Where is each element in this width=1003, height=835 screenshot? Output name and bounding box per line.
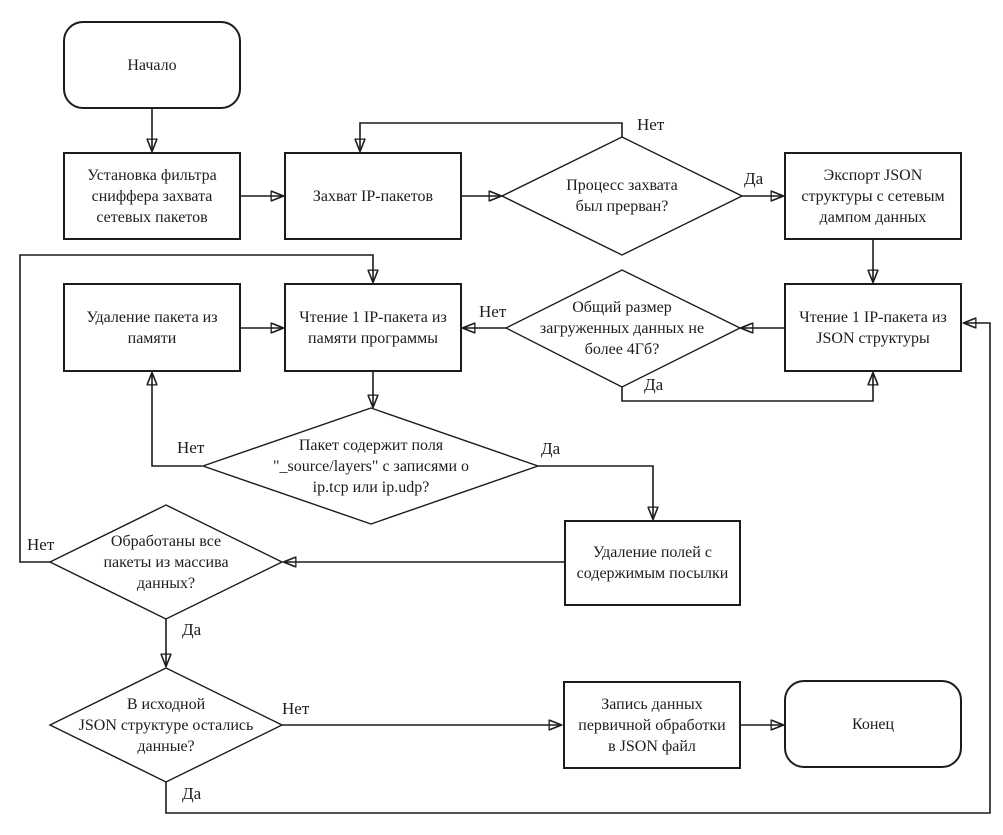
decision-capture-interrupted-label: Процесс захвата был прерван?	[566, 177, 678, 215]
decision-capture-interrupted: Процесс захвата был прерван?	[532, 166, 712, 226]
decision-shape-size-check	[504, 269, 742, 388]
decision-shape-packet-fields-check	[200, 407, 541, 525]
edge-fields-check-no-to-delete-memory	[152, 373, 202, 467]
branch-label-interrupted-yes: Да	[744, 169, 764, 188]
decision-all-packets-processed: Обработаны все пакеты из массива данных?	[86, 528, 246, 596]
node-write-json: Запись данных первичной обработки в JSON…	[563, 681, 741, 769]
node-delete-packet-memory: Удаление пакета из памяти	[63, 283, 241, 372]
decision-json-data-remaining-label: В исходной JSON структуре остались данны…	[78, 695, 254, 755]
node-read-packet-memory: Чтение 1 IP-пакета из памяти программы	[284, 283, 462, 372]
edge-processed-no-loop-to-read-memory	[19, 254, 373, 563]
branch-label-fields-check-yes: Да	[541, 439, 561, 458]
edge-fields-check-yes-to-delete-fields	[538, 465, 653, 519]
node-delete-payload-fields: Удаление полей с содержимым посылки	[564, 520, 741, 606]
node-end: Конец	[784, 680, 962, 768]
node-capture: Захват IP-пакетов	[284, 152, 462, 240]
decision-packet-fields-check-label: Пакет содержит поля "_source/layers" с з…	[272, 436, 470, 496]
edge-interrupted-no-loop-to-capture	[360, 122, 623, 151]
node-delete-packet-memory-label: Удаление пакета из памяти	[86, 308, 218, 347]
branch-label-size-check-yes: Да	[644, 375, 664, 394]
node-export-json: Экспорт JSON структуры с сетевым дампом …	[784, 152, 962, 240]
node-delete-payload-fields-label: Удаление полей с содержимым посылки	[576, 544, 729, 582]
node-export-json-label: Экспорт JSON структуры с сетевым дампом …	[801, 166, 945, 226]
decision-shape-all-packets-processed	[48, 504, 284, 620]
branch-label-remaining-yes: Да	[182, 784, 202, 803]
branch-label-remaining-no: Нет	[282, 699, 310, 718]
node-start-label: Начало	[127, 56, 177, 74]
edge-size-check-yes-to-read-json	[621, 373, 873, 402]
decision-all-packets-processed-label: Обработаны все пакеты из массива данных?	[103, 532, 229, 592]
branch-label-size-check-no: Нет	[479, 302, 507, 321]
node-capture-label: Захват IP-пакетов	[312, 187, 434, 205]
decision-size-check: Общий размер загруженных данных не более…	[512, 296, 732, 360]
node-write-json-label: Запись данных первичной обработки в JSON…	[578, 695, 726, 755]
branch-label-fields-check-no: Нет	[177, 438, 205, 457]
decision-packet-fields-check: Пакет содержит поля "_source/layers" с з…	[251, 432, 491, 500]
branch-label-interrupted-no: Нет	[637, 115, 665, 134]
node-end-label: Конец	[851, 715, 895, 733]
node-start: Начало	[63, 21, 241, 109]
node-read-packet-json: Чтение 1 IP-пакета из JSON структуры	[784, 283, 962, 372]
node-read-packet-json-label: Чтение 1 IP-пакета из JSON структуры	[799, 308, 947, 347]
decision-shape-json-data-remaining	[48, 667, 284, 783]
edge-remaining-yes-loop-to-read-json	[165, 323, 991, 814]
node-read-packet-memory-label: Чтение 1 IP-пакета из памяти программы	[299, 308, 447, 347]
branch-label-processed-yes: Да	[182, 620, 202, 639]
node-install-filter: Установка фильтра сниффера захвата сетев…	[63, 152, 241, 240]
decision-json-data-remaining: В исходной JSON структуре остались данны…	[66, 691, 266, 759]
decision-shape-capture-interrupted	[500, 136, 744, 256]
node-install-filter-label: Установка фильтра сниффера захвата сетев…	[87, 166, 217, 226]
branch-label-processed-no: Нет	[27, 535, 55, 554]
decision-size-check-label: Общий размер загруженных данных не более…	[539, 298, 705, 358]
